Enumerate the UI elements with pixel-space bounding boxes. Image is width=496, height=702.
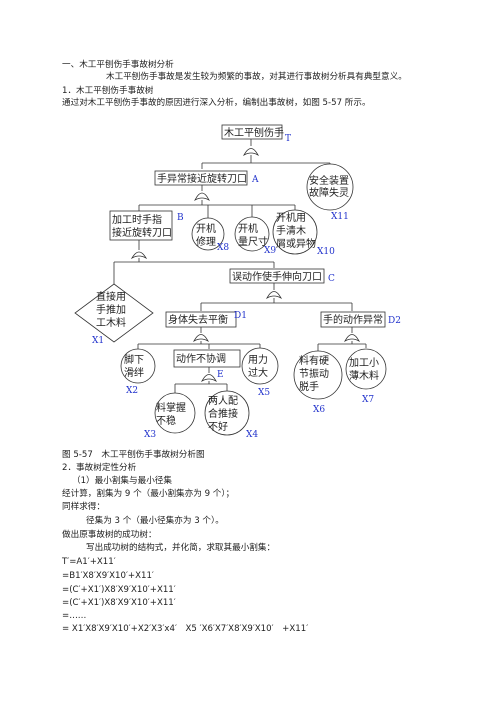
- x7-line-1: 加工小: [349, 357, 379, 369]
- x6-label: X6: [313, 405, 325, 415]
- x2-line-1: 脚下: [124, 353, 144, 366]
- path-set-text: 径集为 3 个（最小径集亦为 3 个）。: [86, 516, 224, 526]
- basic-event-x3: [154, 392, 196, 434]
- figure-caption: 图 5-57 木工平刨伤手事故树分析图: [62, 450, 205, 460]
- basic-event-x5: [241, 347, 279, 385]
- x8-label: X8: [217, 243, 229, 253]
- basic-event-x10: [272, 209, 318, 255]
- event-b-box: [109, 210, 173, 241]
- x8-line-2: 修理: [196, 235, 216, 248]
- undeveloped-event-x1: [74, 283, 154, 343]
- subsection-1-text: 通过对木工平刨伤手事故的原因进行深入分析，编制出事故树，如图 5-57 所示。: [62, 98, 371, 108]
- item-1-heading: （1）最小割集与最小径集: [72, 476, 172, 486]
- x1-line-1: 直接用: [96, 290, 126, 303]
- x3-line-2: 不稳: [156, 414, 176, 427]
- event-e-label: E: [217, 370, 224, 380]
- event-e-box: [173, 349, 241, 368]
- same-text: 同样求得：: [62, 502, 105, 512]
- x3-line-1: 料掌握: [156, 401, 186, 414]
- or-gate-t: [242, 148, 260, 157]
- x10-line-1: 开机用: [276, 211, 306, 224]
- x9-label: X9: [264, 246, 276, 256]
- x4-label: X4: [246, 430, 258, 440]
- x1-line-2: 手推加: [96, 303, 126, 316]
- x9-line-1: 开机: [238, 222, 258, 235]
- top-event-label: T: [285, 134, 291, 144]
- or-gate-d2: [343, 334, 361, 343]
- section-heading: 一、木工平刨伤手事故树分析: [62, 60, 174, 70]
- event-d2-text: 手的动作异常: [323, 313, 383, 326]
- x11-line-2: 故障失灵: [309, 186, 349, 199]
- event-d2-box: [320, 311, 386, 328]
- subsection-1-heading: 1．木工平刨伤手事故树: [62, 86, 154, 96]
- event-a-label: A: [251, 175, 259, 185]
- equation-5: =……: [62, 611, 87, 621]
- event-b-label: B: [177, 213, 184, 223]
- intro-paragraph: 木工平刨伤手事故是发生较为频繁的事故，对其进行事故树分析具有典型意义。: [106, 72, 407, 82]
- x1-line-3: 工木料: [96, 316, 126, 329]
- event-c-label: C: [328, 274, 335, 284]
- event-a-box: [154, 170, 248, 186]
- x2-label: X2: [126, 386, 138, 396]
- x10-line-2: 手清木: [276, 224, 306, 237]
- event-a-text: 手异常接近旋转刀口: [157, 172, 247, 185]
- cut-set-text: 经计算，割集为 9 个（最小割集亦为 9 个）；: [62, 489, 235, 499]
- x10-label: X10: [317, 247, 335, 257]
- x1-label: X1: [92, 336, 104, 346]
- or-gate-d1: [192, 334, 210, 343]
- x2-line-2: 滑绊: [124, 366, 144, 379]
- x6-line-1: 料有硬: [299, 354, 329, 367]
- event-c-text: 误动作使手伸向刀口: [232, 270, 322, 283]
- x11-label: X11: [331, 212, 349, 222]
- x7-line-2: 薄木料: [349, 369, 379, 382]
- basic-event-x7: [345, 348, 387, 390]
- or-gate-c: [265, 291, 283, 300]
- or-gate-e: [200, 374, 218, 383]
- event-e-text: 动作不协调: [176, 352, 226, 365]
- subsection-2-heading: 2．事故树定性分析: [62, 463, 137, 473]
- equation-3: =(C′+X1′)X8′X9′X10′+X11′: [62, 585, 176, 595]
- event-d1-label: D1: [234, 311, 247, 321]
- x4-line-2: 合推接: [208, 407, 238, 420]
- event-d1-box: [165, 311, 237, 328]
- basic-event-x8: [191, 217, 225, 251]
- tree-connectors: [113, 139, 367, 394]
- top-event-text: 木工平刨伤手: [224, 126, 284, 139]
- event-d2-label: D2: [388, 316, 401, 326]
- x8-line-1: 开机: [196, 222, 216, 235]
- event-d1-text: 身体失去平衡: [168, 313, 228, 326]
- equation-2: =B1′X8′X9′X10′+X11′: [62, 571, 154, 581]
- x10-line-3: 屑或异物: [276, 237, 316, 250]
- x6-line-2: 节振动: [299, 367, 329, 380]
- equation-6: = X1′X8′X9′X10′+X2′X3′x4′ X5 ′X6′X7′X8′X…: [62, 624, 309, 634]
- equation-4: =(C′+X1′)X8′X9′X10′+X11′: [62, 598, 176, 608]
- x4-line-1: 两人配: [208, 395, 238, 407]
- equation-1: T′=A1′+X11′: [62, 557, 116, 567]
- event-c-box: [229, 268, 325, 284]
- basic-event-x9: [234, 216, 270, 252]
- structure-text: 写出成功树的结构式，并化简，求取其最小割集：: [86, 543, 276, 553]
- x5-label: X5: [258, 388, 270, 398]
- basic-event-x6: [293, 350, 343, 400]
- basic-event-x2: [120, 348, 156, 384]
- or-gate-a: [194, 192, 210, 202]
- basic-event-x4: [204, 390, 250, 436]
- logic-gates: [130, 148, 361, 383]
- x5-line-1: 用力: [248, 353, 268, 366]
- x9-line-2: 量尺寸: [238, 235, 268, 248]
- x5-line-2: 过大: [248, 366, 268, 379]
- x11-line-1: 安全装置: [309, 174, 349, 187]
- top-event-box: [221, 124, 283, 140]
- x3-label: X3: [144, 430, 156, 440]
- or-gate-b: [130, 251, 148, 260]
- basic-event-x11: [306, 163, 354, 211]
- x6-line-3: 脱手: [299, 380, 319, 393]
- x4-line-3: 不好: [208, 421, 228, 433]
- event-b-line-1: 加工时手指: [112, 213, 162, 226]
- x7-label: X7: [362, 395, 374, 405]
- success-tree-text: 做出原事故树的成功树：: [62, 530, 157, 540]
- event-b-line-2: 接近旋转刀口: [112, 226, 172, 239]
